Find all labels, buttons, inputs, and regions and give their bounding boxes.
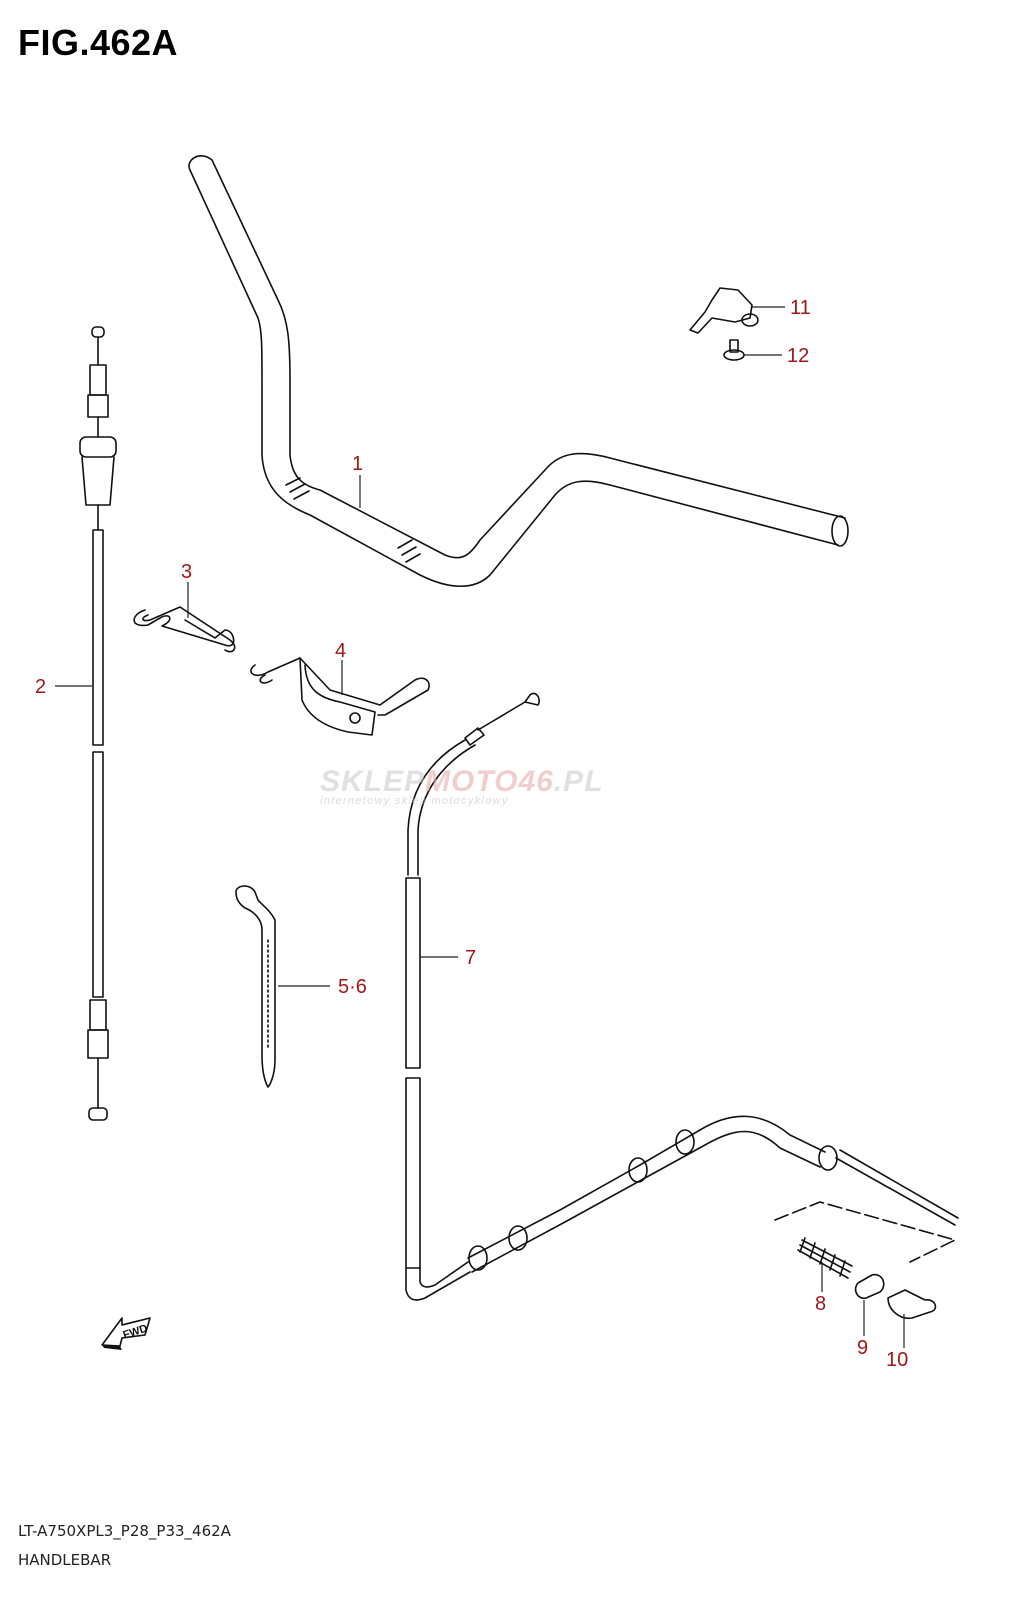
figure-name: HANDLEBAR [18,1551,112,1569]
callout-11[interactable]: 11 [790,297,811,319]
spring-part[interactable] [797,1237,853,1279]
callout-8[interactable]: 8 [815,1293,826,1315]
callout-12[interactable]: 12 [787,345,809,367]
watermark-tagline: internetowy sklep motocyklowy [320,795,509,807]
cable-tie-part[interactable] [235,885,276,1088]
callout-2[interactable]: 2 [35,676,46,698]
figure-code: LT-A750XPL3_P28_P33_462A [18,1522,231,1540]
figure-title: FIG.462A [18,22,179,63]
cable-end-part[interactable] [887,1289,937,1320]
throttle-cable-part[interactable] [79,326,117,1121]
callout-10[interactable]: 10 [886,1349,908,1371]
watermark: SKLEPMOTO46.PL internetowy sklep motocyk… [320,765,690,807]
bracket-part[interactable] [250,657,430,736]
collar-part[interactable] [854,1273,885,1300]
watermark-prefix: SKLEP [320,765,426,798]
screw-part[interactable] [723,339,745,361]
fwd-label: FWD [122,1322,150,1341]
kit-group-outline [774,1201,956,1263]
handlebar-part[interactable] [188,155,849,587]
watermark-brand: SKLEPMOTO46.PL [320,765,690,799]
plate-part[interactable] [689,287,759,334]
callout-5-6[interactable]: 5·6 [338,976,367,998]
watermark-suffix: .PL [553,765,604,798]
watermark-accent: MOTO46 [425,765,554,798]
callout-1[interactable]: 1 [352,453,363,475]
callout-7[interactable]: 7 [465,947,476,969]
forward-arrow-icon: FWD [101,1317,151,1350]
callout-9[interactable]: 9 [857,1337,868,1359]
callout-4[interactable]: 4 [335,640,346,662]
brake-cable-part[interactable] [405,692,959,1301]
wire-clip-part[interactable] [133,606,236,653]
callout-3[interactable]: 3 [181,561,192,583]
